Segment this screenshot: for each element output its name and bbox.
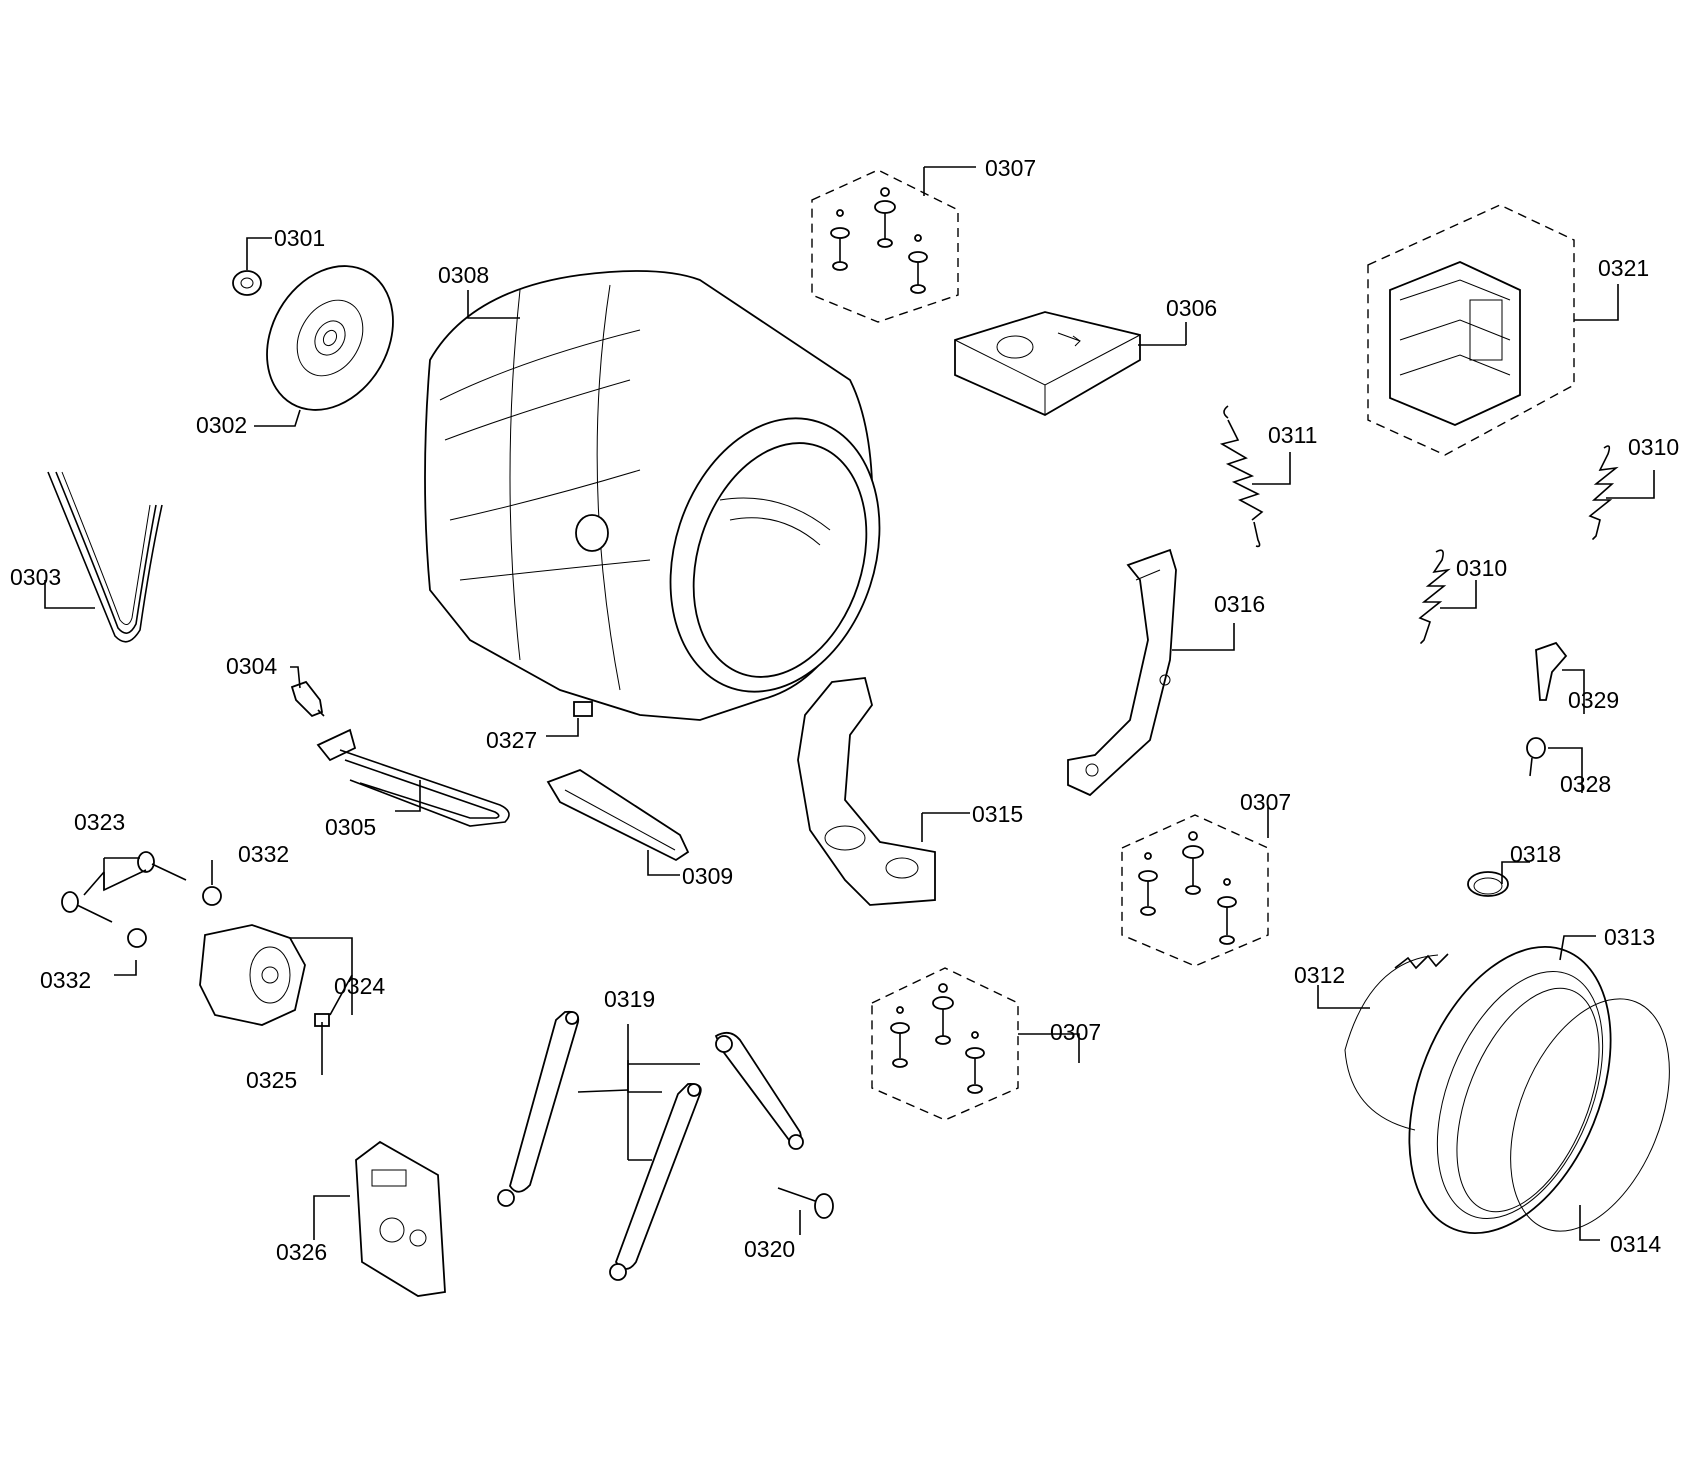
label-0308: 0308 xyxy=(438,262,489,288)
label-0325: 0325 xyxy=(246,1067,297,1093)
part-0303-drive-belt xyxy=(47,471,163,643)
label-0321: 0321 xyxy=(1598,255,1649,281)
part-0309-drum-lifter xyxy=(546,768,690,862)
label-0303: 0303 xyxy=(10,564,61,590)
part-0307-hardware-top xyxy=(811,169,959,323)
part-0310-spring-upper xyxy=(1588,445,1619,540)
part-0319-shock-left xyxy=(497,1010,580,1207)
part-0315-bracket xyxy=(797,677,936,906)
label-0329: 0329 xyxy=(1568,687,1619,713)
label-0302: 0302 xyxy=(196,412,247,438)
part-0302-pulley xyxy=(266,265,394,411)
part-0328-fitting xyxy=(1526,737,1546,777)
part-0323-bolts xyxy=(61,851,187,923)
label-0326: 0326 xyxy=(276,1239,327,1265)
part-0319-shock-right xyxy=(714,1031,804,1150)
label-0313: 0313 xyxy=(1604,924,1655,950)
part-0301-nut xyxy=(232,270,262,296)
part-0305-heater xyxy=(316,728,510,827)
part-0307-hardware-mid xyxy=(1121,814,1269,967)
label-0332-lower: 0332 xyxy=(40,967,91,993)
label-0316: 0316 xyxy=(1214,591,1265,617)
part-number-labels: 0301 0302 0303 0304 0305 0306 0307 0307 … xyxy=(10,155,1679,1265)
part-0324-drain-pump xyxy=(199,924,306,1026)
part-0318-clamp xyxy=(1467,871,1509,897)
part-0329-switch xyxy=(1535,641,1568,701)
label-0304: 0304 xyxy=(226,653,277,679)
label-0306: 0306 xyxy=(1166,295,1217,321)
part-0304-sensor xyxy=(290,680,325,718)
part-0332-nut-lower xyxy=(127,928,147,948)
label-0310-lower: 0310 xyxy=(1456,555,1507,581)
part-0312-wire-spring xyxy=(1344,953,1449,1131)
part-0313-door-gasket xyxy=(1408,945,1612,1235)
part-0321-module xyxy=(1367,204,1575,456)
part-0316-bracket xyxy=(1067,548,1177,797)
label-0307-mid: 0307 xyxy=(1240,789,1291,815)
label-0309: 0309 xyxy=(682,863,733,889)
label-0320: 0320 xyxy=(744,1236,795,1262)
part-0327-clip xyxy=(573,701,593,717)
label-0314: 0314 xyxy=(1610,1231,1661,1257)
label-0312: 0312 xyxy=(1294,962,1345,988)
label-0301: 0301 xyxy=(274,225,325,251)
label-0324: 0324 xyxy=(334,973,385,999)
label-0319: 0319 xyxy=(604,986,655,1012)
label-0305: 0305 xyxy=(325,814,376,840)
label-0307-lower: 0307 xyxy=(1050,1019,1101,1045)
label-0311: 0311 xyxy=(1268,422,1317,448)
part-0326-control-board xyxy=(355,1140,446,1297)
label-0328: 0328 xyxy=(1560,771,1611,797)
part-0311-spring xyxy=(1219,405,1264,548)
label-0323: 0323 xyxy=(74,809,125,835)
part-0319-shock-center xyxy=(609,1083,702,1281)
label-0318: 0318 xyxy=(1510,841,1561,867)
part-0314-clamp-ring xyxy=(1510,998,1670,1232)
label-0327: 0327 xyxy=(486,727,537,753)
label-0332-upper: 0332 xyxy=(238,841,289,867)
part-0310-spring-lower xyxy=(1418,549,1451,644)
label-0310-upper: 0310 xyxy=(1628,434,1679,460)
part-0306-cover xyxy=(954,311,1141,417)
label-0315: 0315 xyxy=(972,801,1023,827)
leader-lines xyxy=(44,166,1655,1241)
label-0307-top: 0307 xyxy=(985,155,1036,181)
part-0332-nut-upper xyxy=(202,886,222,906)
part-0307-hardware-lower xyxy=(871,967,1019,1121)
part-0308-outer-tub xyxy=(424,270,881,721)
part-0320-screw xyxy=(777,1187,834,1219)
